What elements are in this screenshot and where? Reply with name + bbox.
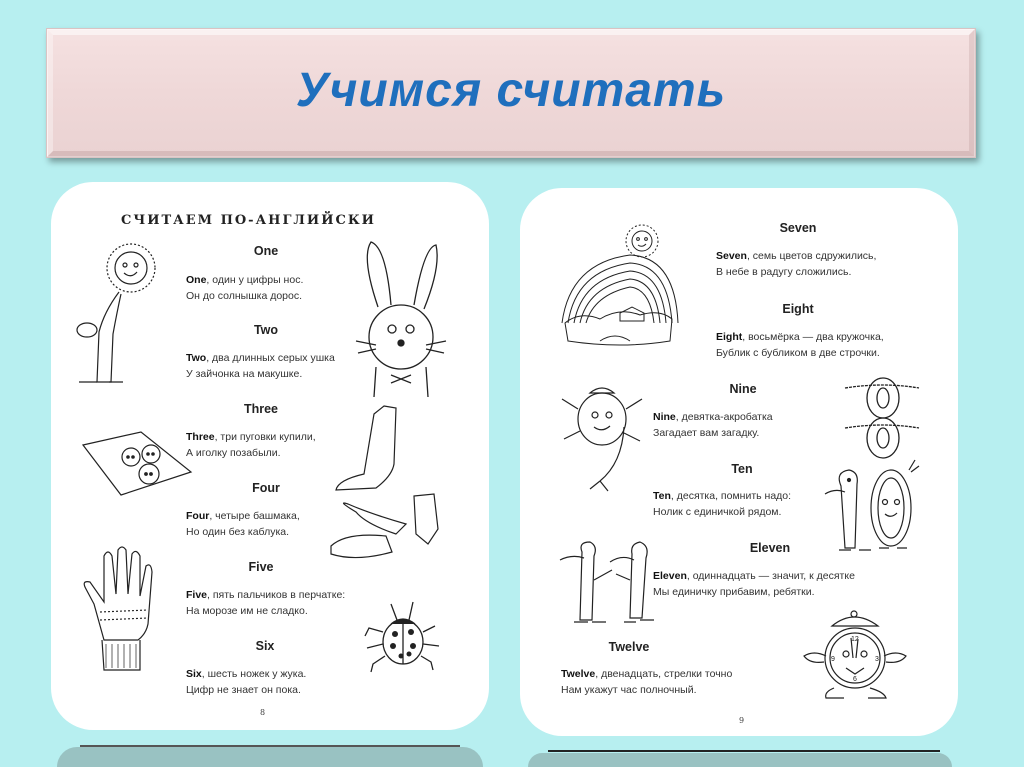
entry-title-three: Three (243, 402, 279, 416)
entry-title-seven: Seven (779, 221, 817, 235)
verse-five: Five, пять пальчиков в перчатке: На моро… (186, 589, 346, 617)
page-number: 9 (739, 716, 745, 725)
entry-title-eight: Eight (782, 302, 814, 316)
two-ones-eleven-icon (559, 541, 654, 623)
page-number: 8 (260, 708, 266, 717)
sun-and-number-one-icon (76, 243, 156, 383)
clock-label-9: 9 (831, 656, 835, 663)
bagels-eight-icon (844, 377, 920, 459)
entry-title-two: Two (253, 323, 279, 337)
verse-three: Three, три пуговки купили, А иголку поза… (186, 431, 316, 459)
book-page-right: Seven Seven, семь цветов сдружились, В н… (520, 188, 958, 736)
clock-label-6: 6 (853, 676, 857, 683)
verse-six: Six, шесть ножек у жука. Цифр не знает о… (186, 668, 307, 696)
rainbow-with-sun-icon (561, 224, 679, 346)
entry-title-six: Six (255, 639, 275, 653)
entry-title-four: Four (252, 481, 280, 495)
entry-title-five: Five (248, 560, 274, 574)
entry-title-nine: Nine (729, 382, 757, 396)
verse-four: Four, четыре башмака, Но один без каблук… (186, 510, 300, 538)
buttons-on-cloth-icon (81, 431, 193, 496)
verse-ten: Ten, десятка, помнить надо: Нолик с един… (653, 490, 792, 518)
right-page-reflection (528, 753, 952, 767)
right-page-bottom-edge (548, 750, 940, 752)
glove-icon (83, 546, 153, 671)
number-nine-acrobat-icon (561, 387, 643, 492)
verse-one: One, один у цифры нос. Он до солнышка до… (186, 274, 304, 302)
clock-label-12: 12 (851, 636, 859, 643)
entry-title-one: One (253, 244, 279, 258)
page-heading: СЧИТАЕМ ПО-АНГЛИЙСКИ (121, 213, 376, 228)
verse-twelve: Twelve, двенадцать, стрелки точно Нам ук… (561, 668, 733, 696)
ladybug-icon (364, 601, 440, 673)
slide-title-box: Учимся считать (46, 28, 976, 158)
left-page-bottom-edge (80, 745, 460, 747)
boots-and-shoes-icon (330, 405, 439, 559)
book-page-left: СЧИТАЕМ ПО-АНГЛИЙСКИ One One, один у циф… (51, 182, 489, 730)
slide-title: Учимся считать (295, 64, 727, 117)
entry-title-eleven: Eleven (749, 541, 791, 555)
alarm-clock-icon: 12 3 6 9 (803, 610, 907, 699)
one-and-zero-ten-icon (824, 459, 920, 551)
verse-two: Two, два длинных серых ушка У зайчонка н… (186, 352, 335, 380)
verse-eight: Eight, восьмёрка — два кружочка, Бублик … (716, 331, 884, 359)
left-page-reflection (57, 747, 483, 767)
rabbit-icon (355, 241, 447, 398)
verse-nine: Nine, девятка-акробатка Загадает вам заг… (653, 411, 773, 439)
entry-title-ten: Ten (731, 462, 753, 476)
clock-label-3: 3 (875, 656, 879, 663)
verse-seven: Seven, семь цветов сдружились, В небе в … (716, 250, 877, 278)
entry-title-twelve: Twelve (608, 640, 650, 654)
verse-eleven: Eleven, одиннадцать — значит, к десятке … (653, 570, 855, 598)
